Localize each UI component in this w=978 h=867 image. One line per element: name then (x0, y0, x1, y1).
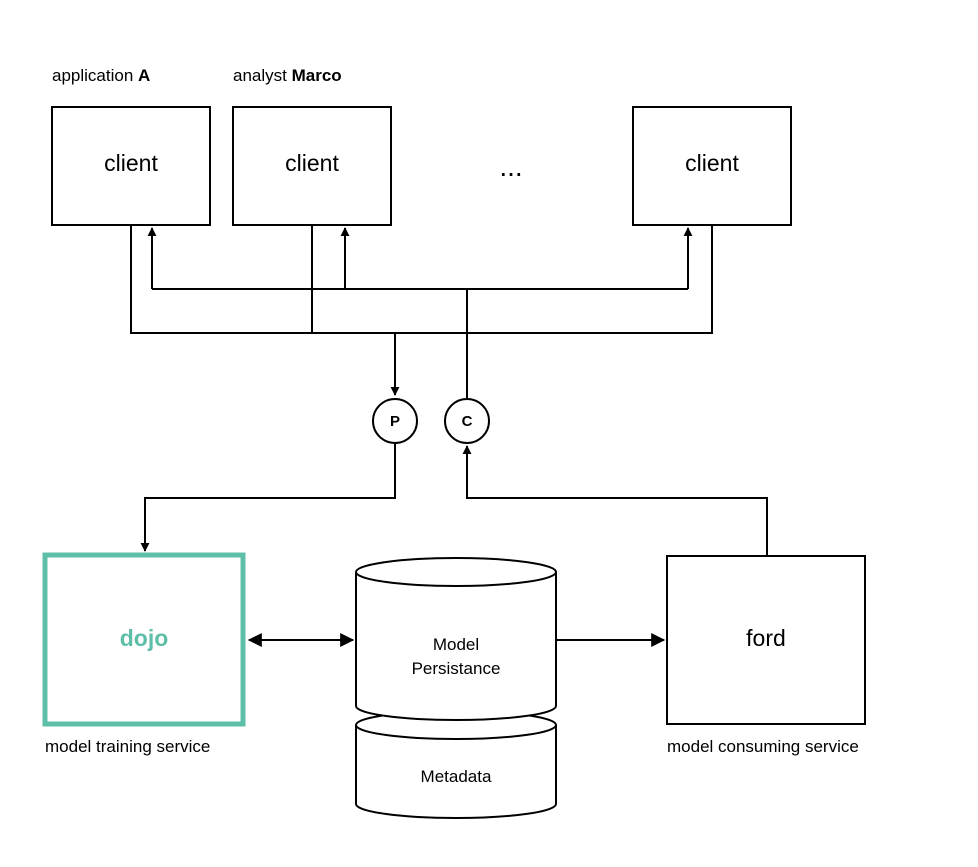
analyst-marco-label: analyst Marco (233, 66, 342, 85)
model-persistence-cylinder[interactable]: Model Persistance (355, 557, 557, 721)
ford-to-c-arrow (462, 445, 768, 555)
request-bus (130, 226, 713, 396)
model-persistence-label-line2: Persistance (412, 659, 501, 678)
metadata-label: Metadata (421, 767, 492, 786)
produce-queue-node[interactable]: P (372, 398, 418, 444)
consume-queue-node[interactable]: C (444, 398, 490, 444)
analyst-label-name: Marco (292, 66, 342, 85)
p-to-dojo-arrow (140, 444, 396, 552)
client-box-2-label: client (285, 150, 339, 176)
client-box-3[interactable]: client (632, 106, 792, 226)
client-box-1-label: client (104, 150, 158, 176)
ford-service-box[interactable]: ford (666, 555, 866, 725)
client-box-2[interactable]: client (232, 106, 392, 226)
dojo-caption: model training service (45, 737, 210, 756)
model-persistence-label-line1: Model (433, 635, 479, 654)
dojo-service-box[interactable]: dojo (42, 552, 246, 727)
ford-title: ford (746, 625, 786, 651)
more-clients-ellipsis: ... (499, 151, 522, 182)
client-box-1[interactable]: client (51, 106, 211, 226)
application-label-prefix: application (52, 66, 138, 85)
client-box-3-label: client (685, 150, 739, 176)
dojo-title: dojo (120, 625, 169, 651)
consume-queue-label: C (462, 413, 473, 430)
response-bus (147, 227, 693, 398)
application-label-name: A (138, 66, 150, 85)
ford-caption: model consuming service (667, 737, 859, 756)
produce-queue-label: P (390, 413, 400, 430)
analyst-label-prefix: analyst (233, 66, 292, 85)
application-a-label: application A (52, 66, 150, 85)
metadata-cylinder[interactable]: Metadata (355, 710, 557, 819)
